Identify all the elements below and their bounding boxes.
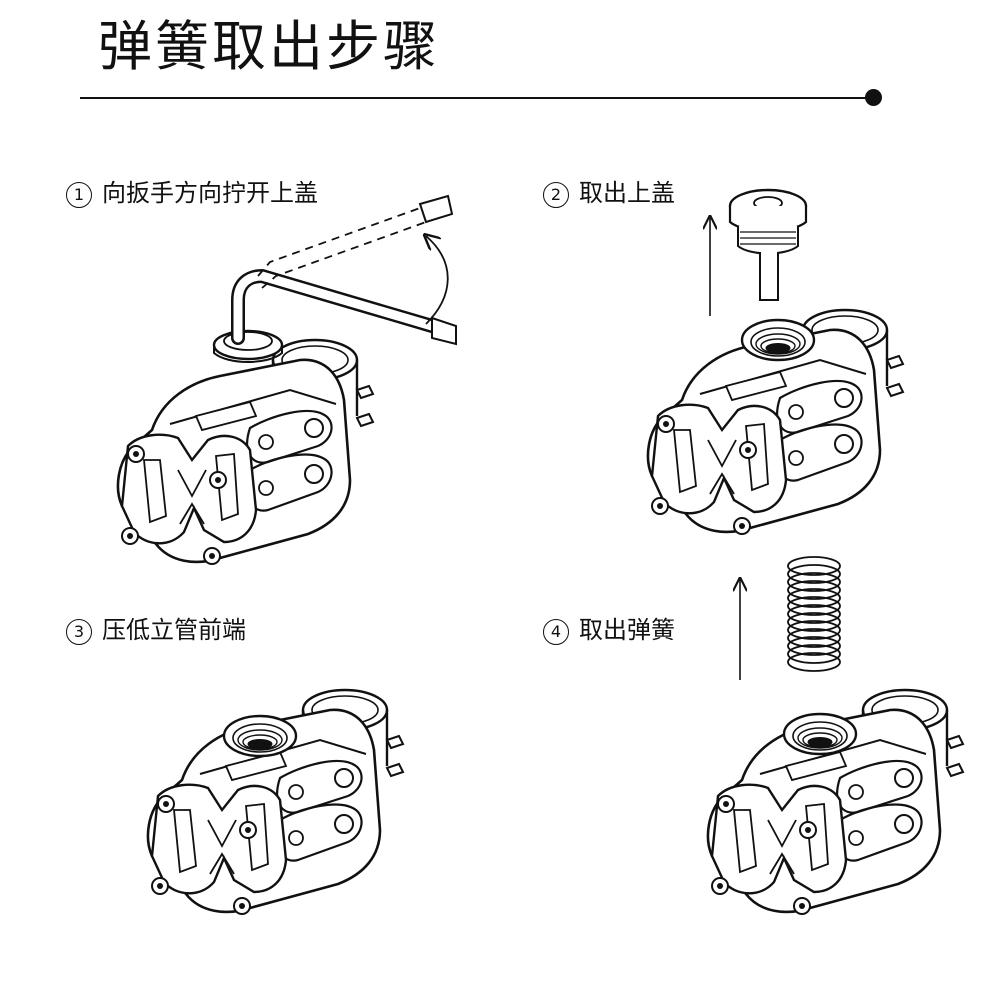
hex-key-icon — [231, 194, 457, 346]
title-divider — [80, 97, 870, 99]
step-4-label: 4 取出弹簧 — [543, 615, 675, 645]
step-4-figure — [706, 556, 965, 916]
step-3-number: 3 — [66, 619, 92, 645]
step-3-figure — [146, 688, 405, 916]
step-1-text: 向扳手方向拧开上盖 — [102, 179, 318, 207]
step-3-text: 压低立管前端 — [102, 616, 246, 644]
top-cap-icon — [728, 188, 808, 301]
step-2-text: 取出上盖 — [579, 179, 675, 207]
step-1-figure — [116, 194, 457, 566]
step-3-label: 3 压低立管前端 — [66, 615, 246, 645]
step-1-number: 1 — [66, 182, 92, 208]
step-4-text: 取出弹簧 — [579, 616, 675, 644]
step-2-figure — [646, 188, 905, 536]
rotation-arrow-icon — [426, 236, 449, 325]
page-title: 弹簧取出步骤 — [98, 15, 440, 78]
title-divider-dot — [865, 89, 882, 106]
step-2-number: 2 — [543, 182, 569, 208]
spring-icon — [787, 556, 841, 672]
step-1-label: 1 向扳手方向拧开上盖 — [66, 178, 318, 208]
step-4-number: 4 — [543, 619, 569, 645]
step-2-label: 2 取出上盖 — [543, 178, 675, 208]
